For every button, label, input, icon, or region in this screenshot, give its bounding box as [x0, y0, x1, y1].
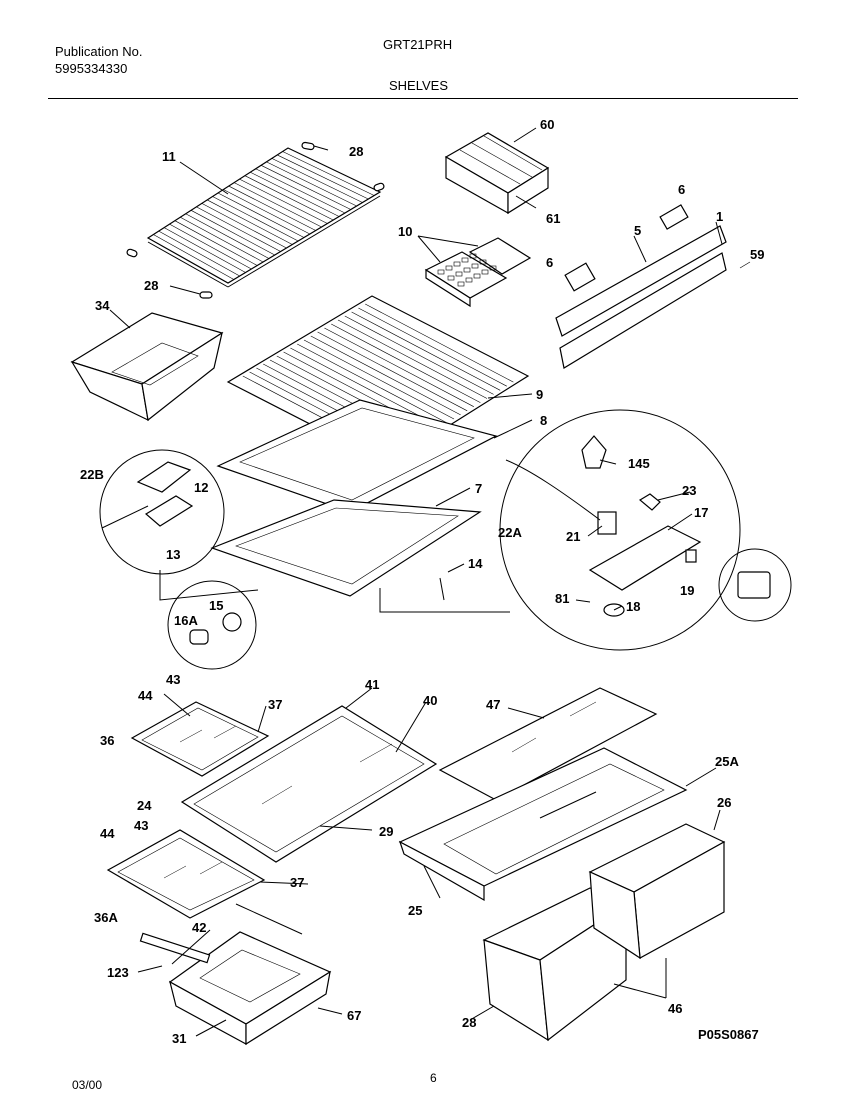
control-detail-circle: [99, 449, 225, 575]
callout-60: 60: [540, 117, 554, 132]
drawing-code: P05S0867: [698, 1027, 759, 1042]
callout-28-bottom: 28: [462, 1015, 476, 1030]
crisper-drawer-left-part: [482, 887, 628, 1042]
callout-44-lower: 44: [100, 826, 115, 841]
model-number: GRT21PRH: [383, 37, 453, 52]
callout-16A: 16A: [174, 613, 198, 628]
callout-43-lower: 43: [134, 818, 148, 833]
callout-6-mid: 6: [546, 255, 553, 270]
callout-47: 47: [486, 697, 500, 712]
shelf-rail-part: [555, 204, 751, 369]
half-shelf-upper-part: [130, 701, 270, 777]
bulb-detail-circle: [167, 580, 257, 670]
footer-date: 03/00: [72, 1078, 103, 1092]
callout-22B: 22B: [80, 467, 104, 482]
callout-123: 123: [107, 965, 129, 980]
switch-detail-circle: [718, 548, 792, 622]
callout-44-upper: 44: [138, 688, 153, 703]
callout-37-lower: 37: [290, 875, 304, 890]
callout-9: 9: [536, 387, 543, 402]
callout-19: 19: [680, 583, 694, 598]
callout-25A: 25A: [715, 754, 739, 769]
callout-5: 5: [634, 223, 641, 238]
callout-23: 23: [682, 483, 696, 498]
publication-label: Publication No.: [55, 44, 143, 59]
callout-36A: 36A: [94, 910, 118, 925]
callout-43-upper: 43: [166, 672, 180, 687]
publication-number: 5995334330: [55, 61, 128, 76]
callout-145: 145: [628, 456, 650, 471]
callout-21: 21: [566, 529, 580, 544]
callout-13: 13: [166, 547, 180, 562]
callout-22A: 22A: [498, 525, 522, 540]
callout-40: 40: [423, 693, 437, 708]
light-detail-circle: [499, 409, 741, 651]
callout-67: 67: [347, 1008, 361, 1023]
callout-15: 15: [209, 598, 223, 613]
callout-46: 46: [668, 1001, 682, 1016]
callout-18: 18: [626, 599, 640, 614]
dairy-tray-part: [444, 132, 550, 215]
callout-34: 34: [95, 298, 110, 313]
callout-36: 36: [100, 733, 114, 748]
callout-17: 17: [694, 505, 708, 520]
callout-11: 11: [162, 149, 176, 164]
callout-25: 25: [408, 903, 422, 918]
callout-41: 41: [365, 677, 379, 692]
section-title: SHELVES: [389, 78, 449, 93]
callout-24: 24: [137, 798, 152, 813]
callout-42: 42: [192, 920, 206, 935]
callout-6-top: 6: [678, 182, 685, 197]
crisper-cover-frame-part: [210, 499, 482, 597]
callout-7: 7: [475, 481, 482, 496]
callout-1: 1: [716, 209, 723, 224]
header-rule: [48, 98, 798, 99]
callout-14: 14: [468, 556, 483, 571]
connector-lines: [159, 570, 510, 613]
callout-10: 10: [398, 224, 412, 239]
glass-shelf-part: [226, 295, 530, 465]
shelf-frame-part: [216, 399, 498, 513]
freezer-basket-part: [70, 312, 224, 422]
wire-shelf-part: [146, 147, 382, 288]
footer-page-number: 6: [430, 1071, 437, 1085]
callout-61: 61: [546, 211, 560, 226]
crisper-drawer-right-part: [588, 823, 726, 960]
meat-pan-part: [139, 931, 332, 1046]
callout-37-upper: 37: [268, 697, 282, 712]
ice-trays-part: [424, 237, 532, 308]
callout-8: 8: [540, 413, 547, 428]
full-glass-shelf-part: [180, 705, 438, 863]
crisper-frame-part: [398, 747, 688, 902]
callout-31: 31: [172, 1031, 186, 1046]
callout-26: 26: [717, 795, 731, 810]
callout-81: 81: [555, 591, 569, 606]
callout-59: 59: [750, 247, 764, 262]
shelf-end-caps-part: [126, 141, 385, 299]
callout-28-left: 28: [144, 278, 158, 293]
crisper-glass-part: [438, 687, 658, 801]
callout-12: 12: [194, 480, 208, 495]
callout-28-top: 28: [349, 144, 363, 159]
half-shelf-lower-part: [106, 829, 303, 935]
leader-lines: [109, 127, 723, 1037]
callout-29: 29: [379, 824, 393, 839]
